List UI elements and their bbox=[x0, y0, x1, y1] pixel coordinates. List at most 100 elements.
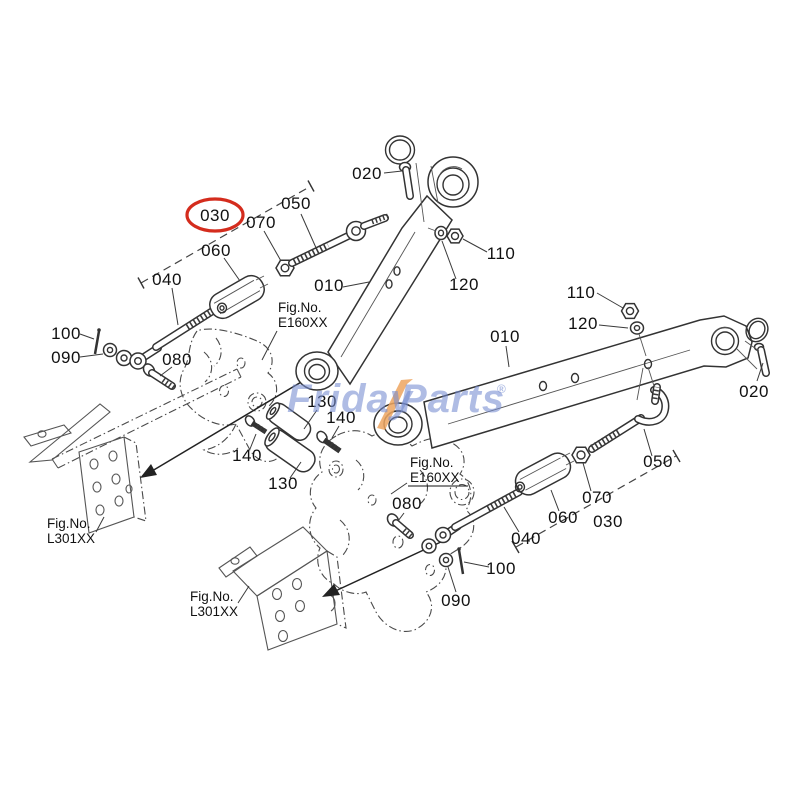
leader-130-b bbox=[289, 461, 302, 479]
leader-010-top bbox=[342, 281, 370, 288]
nut-110-right bbox=[620, 302, 640, 320]
turnbuckle-060-left bbox=[209, 274, 269, 320]
part-label-070-top: 070 bbox=[246, 213, 276, 232]
lift-arm-010-left bbox=[295, 156, 479, 391]
part-label-100-left: 100 bbox=[51, 324, 81, 343]
highlight-ellipse-030-top bbox=[185, 197, 245, 233]
leader-050-top bbox=[300, 213, 318, 251]
part-label-020-right: 020 bbox=[739, 382, 769, 401]
casting-e160xx-top bbox=[179, 328, 294, 463]
leader-140-b bbox=[249, 433, 257, 450]
figref-line1-l301xx-left: Fig.No. bbox=[47, 516, 91, 531]
bolt-140-left bbox=[244, 415, 268, 435]
leader-120-right bbox=[598, 324, 629, 329]
part-label-060-top: 060 bbox=[201, 241, 231, 260]
ring-pin-020-right bbox=[736, 317, 770, 377]
part-label-010-right: 010 bbox=[490, 327, 520, 346]
pin-130-upper bbox=[265, 402, 312, 442]
link-rod-050-left bbox=[288, 213, 389, 267]
bolt-080-left bbox=[142, 363, 176, 391]
part-label-090-bottom: 090 bbox=[441, 591, 471, 610]
leader-060-top bbox=[223, 257, 241, 282]
washer-090-left bbox=[102, 342, 133, 367]
leader-090-left bbox=[79, 353, 104, 358]
bracket-l301xx-bottom bbox=[218, 526, 347, 651]
leader-070-top bbox=[263, 230, 282, 262]
nut-070-right bbox=[571, 446, 591, 464]
kit-boundary-bottom bbox=[511, 449, 681, 554]
leader-100-bottom bbox=[463, 561, 490, 568]
cotter-pin-100-left bbox=[93, 328, 101, 355]
leader-020-right bbox=[756, 362, 764, 382]
part-label-130-b: 130 bbox=[268, 474, 298, 493]
washer-090-bottom bbox=[438, 552, 454, 568]
leader-040-top bbox=[171, 287, 179, 326]
figref-line1-e160xx-top: Fig.No. bbox=[278, 300, 322, 315]
top-link-assembly bbox=[93, 135, 479, 391]
bottom-link-assembly bbox=[373, 302, 770, 575]
part-label-120-right: 120 bbox=[568, 314, 598, 333]
figref-line1-l301xx-bottom: Fig.No. bbox=[190, 589, 234, 604]
figref-line1-e160xx-bottom: Fig.No. bbox=[410, 455, 454, 470]
washer-120-right bbox=[629, 321, 645, 335]
bracket-l301xx-left bbox=[23, 368, 242, 534]
leader-100-left bbox=[79, 333, 95, 340]
leader-010-right bbox=[505, 345, 510, 368]
part-label-070-bottom: 070 bbox=[582, 488, 612, 507]
casting-e160xx-bottom bbox=[309, 430, 475, 632]
part-label-120-top: 120 bbox=[449, 275, 479, 294]
part-label-130-a: 130 bbox=[307, 392, 337, 411]
leader-140-a bbox=[331, 425, 340, 439]
assembly-arrow-left bbox=[140, 371, 319, 478]
leader-110-right bbox=[596, 292, 624, 309]
part-label-040-top: 040 bbox=[152, 270, 182, 289]
leader-130-a bbox=[303, 409, 318, 430]
part-label-050-bottom: 050 bbox=[643, 452, 673, 471]
leader-e160xx-bottom bbox=[390, 482, 408, 495]
figure-reference-labels: Fig.No.E160XXFig.No.E160XXFig.No.L301XXF… bbox=[47, 300, 468, 619]
part-label-110-right: 110 bbox=[567, 283, 596, 302]
kit-boundary-top bbox=[137, 180, 315, 289]
part-label-100-bottom: 100 bbox=[486, 559, 516, 578]
lift-arm-010-right bbox=[373, 315, 753, 449]
turnbuckle-060-right bbox=[514, 452, 575, 496]
part-label-110-top: 110 bbox=[487, 244, 516, 263]
leader-l301xx-bottom bbox=[237, 585, 250, 604]
pin-130-lower bbox=[264, 427, 316, 473]
leader-060-bottom bbox=[550, 489, 560, 512]
bolt-080-bottom bbox=[386, 513, 414, 539]
part-label-060-bottom: 060 bbox=[548, 508, 578, 527]
part-label-030-bottom: 030 bbox=[593, 512, 623, 531]
leader-050-bottom bbox=[643, 428, 653, 457]
leader-120-top bbox=[441, 240, 457, 280]
ring-pin-020-top bbox=[384, 135, 416, 200]
part-label-080-b: 080 bbox=[392, 494, 422, 513]
figref-line2-l301xx-bottom: L301XX bbox=[190, 604, 238, 619]
washer-120-top bbox=[434, 225, 448, 241]
leader-070-bottom bbox=[582, 462, 592, 492]
part-label-140-a: 140 bbox=[326, 408, 356, 427]
leader-020-top bbox=[383, 170, 403, 174]
leader-090-bottom bbox=[447, 566, 457, 593]
nut-110-top bbox=[446, 228, 464, 244]
leader-e160xx-top bbox=[261, 330, 278, 361]
leader-l301xx-left bbox=[95, 516, 105, 533]
part-label-050-top: 050 bbox=[281, 194, 311, 213]
part-label-040-bottom: 040 bbox=[511, 529, 541, 548]
part-label-010-top: 010 bbox=[314, 276, 344, 295]
leader-040-bottom bbox=[503, 506, 520, 533]
part-label-080-left: 080 bbox=[162, 350, 192, 369]
leader-080-left bbox=[159, 366, 173, 377]
figref-line2-l301xx-left: L301XX bbox=[47, 531, 95, 546]
figref-line2-e160xx-bottom: E160XX bbox=[410, 470, 460, 485]
part-label-140-b: 140 bbox=[232, 446, 262, 465]
link-rod-050-right bbox=[588, 383, 670, 453]
figref-line2-e160xx-top: E160XX bbox=[278, 315, 328, 330]
cotter-pin-100-bottom bbox=[457, 547, 465, 575]
part-label-030-top: 030 bbox=[200, 206, 230, 225]
part-label-090-left: 090 bbox=[51, 348, 81, 367]
leader-080-b bbox=[397, 512, 405, 522]
